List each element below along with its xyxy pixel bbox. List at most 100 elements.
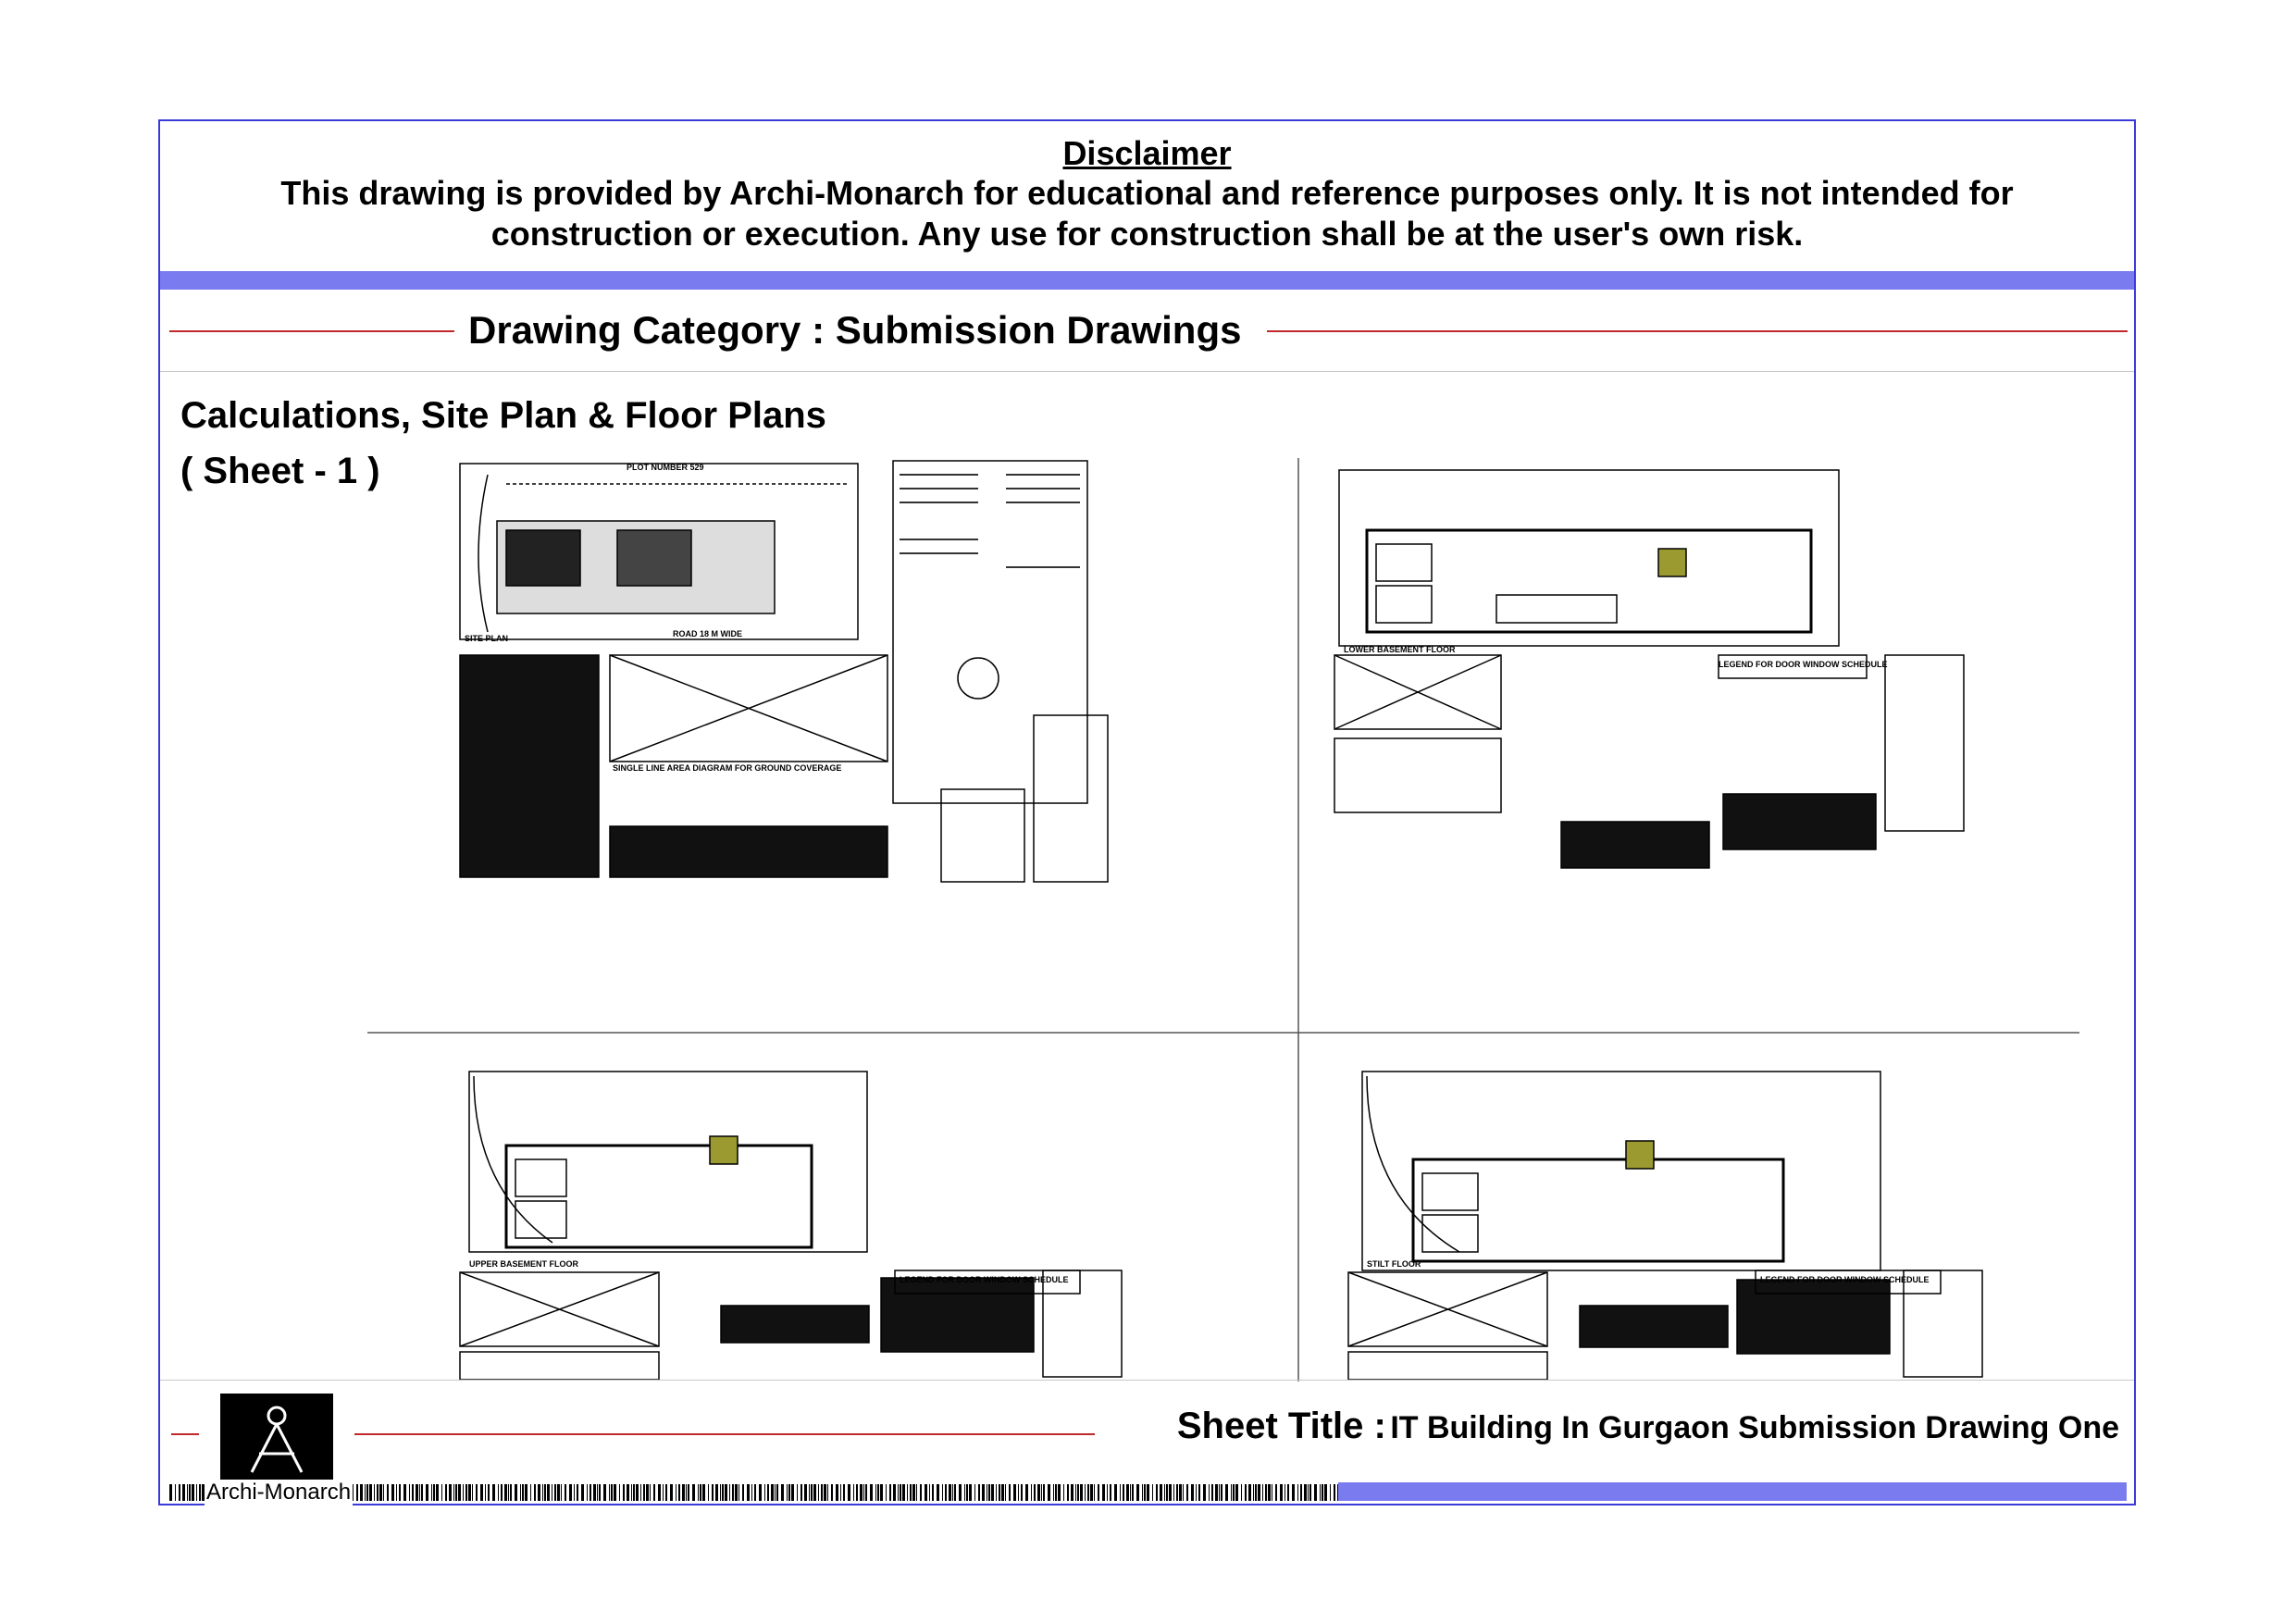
barcode-bar <box>715 1484 718 1501</box>
barcode-bar <box>1258 1484 1260 1501</box>
barcode-bar <box>547 1484 550 1501</box>
barcode-bar <box>1136 1484 1139 1501</box>
barcode-bar <box>492 1484 495 1501</box>
barcode-bar <box>1235 1484 1238 1501</box>
barcode-bar <box>590 1484 591 1501</box>
barcode-bar <box>1130 1484 1131 1501</box>
barcode-bar <box>682 1484 685 1501</box>
barcode-bar <box>587 1484 588 1501</box>
barcode-bar <box>991 1484 994 1501</box>
barcode-bar <box>1248 1484 1251 1501</box>
barcode-bar <box>597 1484 598 1501</box>
barcode-bar <box>996 1484 997 1501</box>
category-rule-left <box>169 330 454 332</box>
barcode-bar <box>929 1484 930 1501</box>
upper-legend-label: LEGEND FOR DOOR WINDOW SCHEDULE <box>900 1275 1069 1284</box>
upper-basement-drawing <box>459 1071 1123 1381</box>
barcode-bar <box>797 1484 798 1501</box>
barcode-bar <box>827 1484 828 1501</box>
barcode-bar <box>700 1484 701 1501</box>
barcode-bar <box>1221 1484 1222 1501</box>
barcode-bar <box>1048 1484 1050 1501</box>
barcode-bar <box>937 1484 939 1501</box>
barcode-bar <box>501 1484 503 1501</box>
footer-divider <box>160 1380 2134 1381</box>
barcode-bar <box>1034 1484 1036 1501</box>
barcode-bar <box>860 1484 863 1501</box>
barcode-bar <box>1233 1484 1235 1501</box>
barcode-bar <box>945 1484 947 1501</box>
barcode-bar <box>880 1484 883 1501</box>
barcode-bar <box>574 1484 575 1501</box>
barcode-bar <box>1320 1484 1321 1501</box>
barcode-bar <box>409 1484 410 1501</box>
barcode-bar <box>1043 1484 1045 1501</box>
barcode-bar <box>840 1484 841 1501</box>
barcode-bar <box>603 1484 606 1501</box>
barcode-bar <box>1098 1484 1099 1501</box>
barcode-bar <box>725 1484 727 1501</box>
barcode-bar <box>1080 1484 1083 1501</box>
barcode-bar <box>1196 1484 1197 1501</box>
barcode-bar <box>1231 1484 1232 1501</box>
barcode-bar <box>902 1484 905 1501</box>
barcode-bar <box>1245 1484 1247 1501</box>
barcode-bar <box>843 1484 845 1501</box>
barcode-bar <box>377 1484 379 1501</box>
barcode-bar <box>636 1484 639 1501</box>
barcode-bar <box>856 1484 858 1501</box>
barcode-bar <box>910 1484 912 1501</box>
barcode-bar <box>1287 1484 1289 1501</box>
barcode-bar <box>754 1484 756 1501</box>
barcode-bar <box>900 1484 901 1501</box>
barcode-bar <box>787 1484 788 1501</box>
barcode-bar <box>525 1484 527 1501</box>
barcode-bar <box>875 1484 876 1501</box>
barcode-bar <box>853 1484 854 1501</box>
barcode-bar <box>863 1484 864 1501</box>
barcode-bar <box>619 1484 620 1501</box>
barcode-bar <box>436 1484 439 1501</box>
barcode-bar <box>1152 1484 1153 1501</box>
barcode-bar <box>189 1484 191 1501</box>
barcode-bar <box>1005 1484 1006 1501</box>
barcode-bar <box>759 1484 762 1501</box>
barcode-bar <box>631 1484 632 1501</box>
barcode-bar <box>658 1484 661 1501</box>
barcode-bar <box>633 1484 635 1501</box>
barcode-bar <box>1203 1484 1206 1501</box>
barcode-bar <box>1142 1484 1143 1501</box>
barcode-bar <box>1147 1484 1149 1501</box>
drawing-sheet-preview: PLOT NUMBER 529 ROAD 18 M WIDE SITE PLAN… <box>367 456 2079 1381</box>
disclaimer-block: Disclaimer This drawing is provided by A… <box>160 121 2134 269</box>
site-plan-label: SITE PLAN <box>465 634 508 643</box>
barcode-bar <box>999 1484 1000 1501</box>
barcode-bar <box>353 1484 354 1501</box>
barcode-bar <box>468 1484 471 1501</box>
barcode-bar <box>1308 1484 1309 1501</box>
barcode-bar <box>1186 1484 1188 1501</box>
barcode-bar <box>747 1484 750 1501</box>
section-subtitle: ( Sheet - 1 ) <box>180 451 380 491</box>
barcode-bar <box>954 1484 956 1501</box>
barcode-bar <box>1058 1484 1061 1501</box>
barcode-bar <box>932 1484 934 1501</box>
barcode-bar <box>374 1484 375 1501</box>
barcode-bar <box>1067 1484 1069 1501</box>
lower-legend-label: LEGEND FOR DOOR WINDOW SCHEDULE <box>1719 660 1888 669</box>
barcode-bar <box>369 1484 372 1501</box>
barcode-bar <box>1085 1484 1086 1501</box>
barcode-bar <box>403 1484 406 1501</box>
barcode-bar <box>898 1484 899 1501</box>
barcode-bar <box>1087 1484 1089 1501</box>
disclaimer-line-2: construction or execution. Any use for c… <box>490 215 1804 253</box>
barcode-bar <box>554 1484 556 1501</box>
barcode-bar <box>1183 1484 1184 1501</box>
barcode-bar <box>1001 1484 1004 1501</box>
barcode-bar <box>396 1484 397 1501</box>
barcode-bar <box>1322 1484 1323 1501</box>
barcode-bar <box>472 1484 473 1501</box>
barcode-bar <box>169 1484 172 1501</box>
barcode-bar <box>1297 1484 1298 1501</box>
footer-rule-left <box>171 1433 199 1435</box>
